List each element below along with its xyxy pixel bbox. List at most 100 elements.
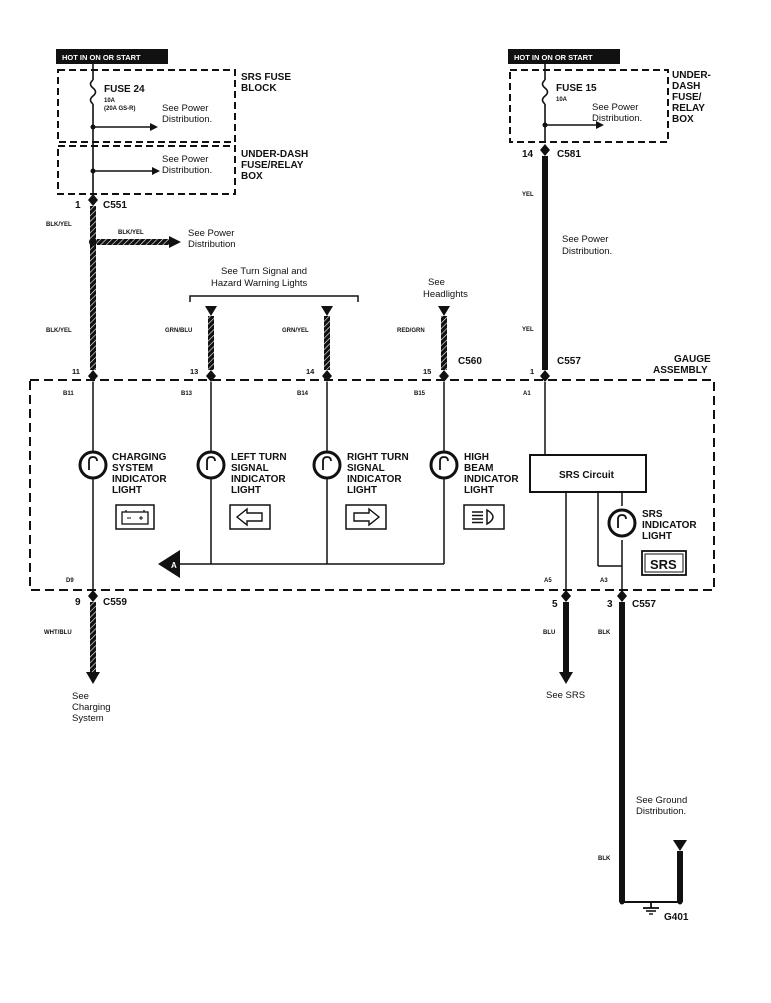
svg-text:1: 1 bbox=[75, 200, 81, 211]
connector-c551: C551 bbox=[103, 200, 127, 211]
left-turn-bulb-icon bbox=[196, 450, 226, 480]
svg-text:LIGHT: LIGHT bbox=[231, 485, 261, 496]
under-dash-box-right-title: UNDER- bbox=[672, 70, 711, 81]
svg-text:1: 1 bbox=[530, 367, 534, 376]
svg-text:BLK/YEL: BLK/YEL bbox=[46, 222, 72, 228]
wire-grn-yel bbox=[324, 316, 330, 370]
svg-text:BOX: BOX bbox=[241, 171, 263, 182]
svg-text:9: 9 bbox=[75, 597, 81, 608]
svg-text:See Power: See Power bbox=[562, 234, 608, 245]
svg-text:LEFT TURN: LEFT TURN bbox=[231, 452, 287, 463]
svg-text:A: A bbox=[171, 561, 177, 570]
svg-text:LIGHT: LIGHT bbox=[642, 531, 672, 542]
srs-badge-icon: SRS bbox=[641, 550, 687, 576]
svg-text:INDICATOR: INDICATOR bbox=[642, 520, 697, 531]
svg-text:BLOCK: BLOCK bbox=[241, 83, 277, 94]
svg-text:FUSE/: FUSE/ bbox=[672, 92, 702, 103]
svg-text:B14: B14 bbox=[297, 391, 309, 397]
svg-text:BEAM: BEAM bbox=[464, 463, 493, 474]
svg-text:BLK/YEL: BLK/YEL bbox=[118, 230, 144, 236]
svg-text:SYSTEM: SYSTEM bbox=[112, 463, 153, 474]
svg-text:D9: D9 bbox=[66, 578, 74, 584]
connector-c557-bottom: C557 bbox=[632, 599, 656, 610]
svg-text:See: See bbox=[428, 277, 445, 288]
svg-text:Distribution.: Distribution. bbox=[592, 113, 642, 124]
svg-text:A3: A3 bbox=[600, 578, 608, 584]
svg-text:SRS: SRS bbox=[650, 557, 677, 572]
svg-text:Headlights: Headlights bbox=[423, 289, 468, 300]
svg-text:B11: B11 bbox=[63, 391, 74, 397]
svg-text:INDICATOR: INDICATOR bbox=[231, 474, 286, 485]
svg-text:LIGHT: LIGHT bbox=[347, 485, 377, 496]
svg-text:11: 11 bbox=[72, 367, 80, 376]
svg-text:BLK/YEL: BLK/YEL bbox=[46, 328, 72, 334]
svg-text:YEL: YEL bbox=[522, 192, 534, 198]
under-dash-box-left bbox=[57, 145, 236, 195]
svg-text:See: See bbox=[72, 691, 89, 702]
svg-text:RELAY: RELAY bbox=[672, 103, 705, 114]
charging-light-label: CHARGING SYSTEM INDICATOR LIGHT bbox=[112, 452, 167, 496]
svg-text:INDICATOR: INDICATOR bbox=[112, 474, 167, 485]
svg-text:See Power: See Power bbox=[162, 154, 208, 165]
charging-bulb-icon bbox=[78, 450, 108, 480]
wire-wht-blu bbox=[90, 602, 96, 672]
svg-text:Hazard Warning Lights: Hazard Warning Lights bbox=[211, 278, 308, 289]
svg-text:A1: A1 bbox=[523, 391, 531, 397]
svg-text:Distribution.: Distribution. bbox=[162, 165, 212, 176]
svg-text:Distribution.: Distribution. bbox=[636, 806, 686, 817]
svg-text:HOT IN ON OR START: HOT IN ON OR START bbox=[514, 53, 593, 62]
svg-text:10A: 10A bbox=[556, 97, 568, 103]
srs-fuse-block-box bbox=[57, 69, 236, 143]
svg-text:14: 14 bbox=[522, 149, 534, 160]
srs-circuit-label: SRS Circuit bbox=[559, 470, 615, 481]
connector-c559: C559 bbox=[103, 597, 127, 608]
connector-c581: C581 bbox=[557, 149, 581, 160]
ground-symbol-icon bbox=[643, 902, 659, 915]
svg-text:(20A GS-R): (20A GS-R) bbox=[104, 106, 135, 112]
gauge-assembly-box bbox=[29, 379, 715, 591]
srs-bulb-icon bbox=[607, 508, 637, 538]
svg-text:LIGHT: LIGHT bbox=[112, 485, 142, 496]
svg-text:WHT/BLU: WHT/BLU bbox=[44, 630, 72, 636]
svg-text:GRN/YEL: GRN/YEL bbox=[282, 328, 309, 334]
svg-text:INDICATOR: INDICATOR bbox=[464, 474, 519, 485]
svg-text:15: 15 bbox=[423, 367, 431, 376]
svg-text:BLK: BLK bbox=[598, 630, 611, 636]
right-turn-bulb-icon bbox=[312, 450, 342, 480]
right-arrow-icon bbox=[345, 504, 387, 530]
hot-label-left: HOT IN ON OR START bbox=[56, 49, 168, 64]
svg-text:See Ground: See Ground bbox=[636, 795, 687, 806]
svg-text:SIGNAL: SIGNAL bbox=[231, 463, 269, 474]
svg-text:HOT IN ON OR START: HOT IN ON OR START bbox=[62, 53, 141, 62]
svg-text:BLK: BLK bbox=[598, 856, 611, 862]
fuse-24-symbol bbox=[89, 79, 97, 105]
connector-c560: C560 bbox=[458, 356, 482, 367]
svg-text:See SRS: See SRS bbox=[546, 690, 585, 701]
wire-red-grn bbox=[441, 316, 447, 370]
svg-text:B15: B15 bbox=[414, 391, 426, 397]
node-a: A bbox=[158, 550, 180, 578]
svg-text:LIGHT: LIGHT bbox=[464, 485, 494, 496]
top-pin-chevrons bbox=[88, 370, 550, 382]
fuse-15-label: FUSE 15 bbox=[556, 83, 597, 94]
svg-text:SRS: SRS bbox=[642, 509, 663, 520]
wire-blk-ground bbox=[619, 602, 625, 902]
connector-c557-top: C557 bbox=[557, 356, 581, 367]
left-turn-light-label: LEFT TURN SIGNAL INDICATOR LIGHT bbox=[231, 452, 287, 496]
svg-text:13: 13 bbox=[190, 367, 198, 376]
svg-text:Distribution: Distribution bbox=[188, 239, 236, 250]
wire-blu bbox=[563, 602, 569, 672]
svg-text:ASSEMBLY: ASSEMBLY bbox=[653, 365, 708, 376]
svg-text:B13: B13 bbox=[181, 391, 193, 397]
under-dash-box-left-title: UNDER-DASH bbox=[241, 149, 308, 160]
svg-text:SIGNAL: SIGNAL bbox=[347, 463, 385, 474]
svg-text:BOX: BOX bbox=[672, 114, 694, 125]
svg-text:RED/GRN: RED/GRN bbox=[397, 328, 425, 334]
svg-text:10A: 10A bbox=[104, 98, 116, 104]
svg-text:GRN/BLU: GRN/BLU bbox=[165, 328, 192, 334]
svg-text:System: System bbox=[72, 713, 104, 724]
srs-fuse-block-title: SRS FUSE bbox=[241, 72, 291, 83]
ground-g401: G401 bbox=[664, 912, 689, 923]
svg-text:14: 14 bbox=[306, 367, 315, 376]
